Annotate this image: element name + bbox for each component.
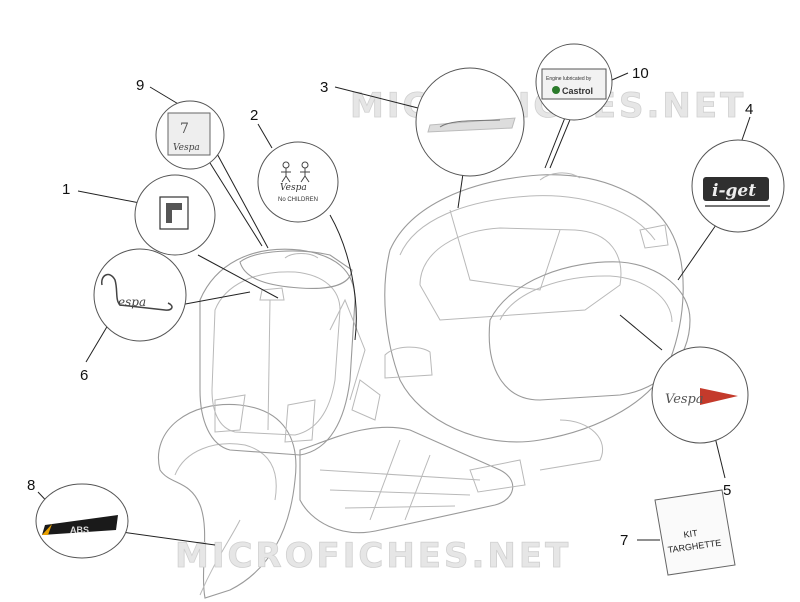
decal-1-bubble bbox=[134, 174, 216, 256]
vespa-emblem-icon bbox=[700, 388, 738, 405]
svg-text:7: 7 bbox=[180, 121, 189, 137]
callout-1: 1 bbox=[62, 181, 70, 198]
callout-6: 6 bbox=[80, 367, 88, 384]
abs-badge-icon bbox=[42, 515, 118, 535]
callout-8: 8 bbox=[27, 477, 35, 494]
children-sticker-text: No CHILDREN bbox=[278, 197, 318, 203]
decal-5-bubble: Vespa bbox=[651, 346, 749, 444]
decal-3-bubble bbox=[415, 67, 525, 177]
decal-7-kit: KIT TARGHETTE bbox=[654, 489, 736, 576]
i-get-logo-text: i-get bbox=[712, 181, 756, 201]
decal-9-bubble: 7 Vespa bbox=[155, 100, 225, 170]
decal-10-bubble: Engine lubricated by Castrol bbox=[535, 43, 613, 121]
watermark-bottom: MICROFICHES.NET bbox=[175, 536, 571, 576]
decal-2-bubble: Vespa No CHILDREN bbox=[257, 141, 339, 223]
svg-text:Vespa: Vespa bbox=[665, 392, 704, 407]
callout-numbers: 1 2 3 4 5 6 7 8 9 10 bbox=[27, 65, 753, 549]
decal-4-bubble: i-get bbox=[691, 139, 785, 233]
castrol-brand: Castrol bbox=[562, 86, 593, 96]
decal-8-abs: ABS bbox=[35, 483, 129, 559]
callout-10: 10 bbox=[632, 65, 649, 82]
piaggio-badge-icon bbox=[159, 196, 189, 230]
castrol-line1: Engine lubricated by bbox=[546, 76, 592, 82]
callout-5: 5 bbox=[723, 482, 731, 499]
svg-text:Vespa: Vespa bbox=[173, 143, 200, 153]
vespa-script-icon bbox=[101, 273, 173, 311]
scooter-outline bbox=[157, 172, 691, 599]
callout-3: 3 bbox=[320, 79, 328, 96]
callout-7: 7 bbox=[620, 532, 628, 549]
callout-9: 9 bbox=[136, 77, 144, 94]
kit-line1: KIT bbox=[683, 528, 699, 540]
i-get-logo-icon bbox=[703, 177, 769, 201]
decal-6-bubble: espa bbox=[93, 248, 187, 342]
callout-4: 4 bbox=[745, 101, 753, 118]
svg-text:espa: espa bbox=[118, 295, 146, 309]
svg-text:Vespa: Vespa bbox=[280, 183, 307, 193]
callout-2: 2 bbox=[250, 107, 258, 124]
vespa-square-sticker-icon bbox=[167, 112, 211, 156]
castrol-decal-icon bbox=[541, 68, 607, 100]
abs-text: ABS bbox=[70, 525, 89, 535]
